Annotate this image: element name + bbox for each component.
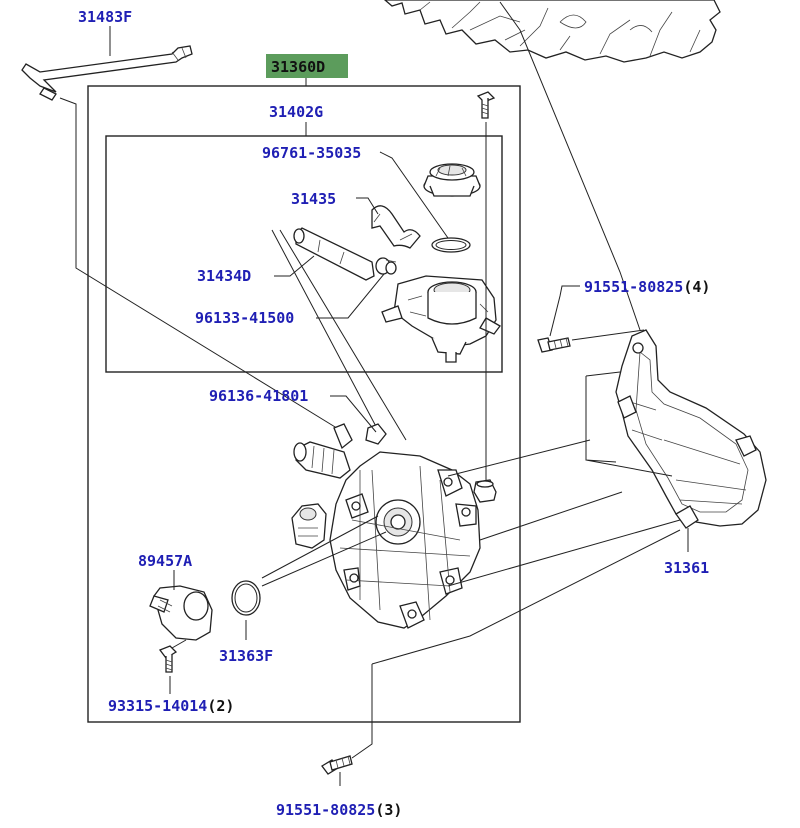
- bolt-91551-3: [321, 755, 353, 775]
- clamp-96133: [375, 257, 397, 275]
- label-91551-80825-a-qty: (4): [683, 278, 710, 296]
- label-31434d[interactable]: 31434D: [197, 267, 251, 285]
- label-96761-35035[interactable]: 96761-35035: [262, 144, 361, 162]
- leader-91551-4-to-bracket: [571, 329, 645, 341]
- leader-96133: [316, 273, 385, 319]
- label-31483f[interactable]: 31483F: [78, 8, 132, 26]
- label-31435[interactable]: 31435: [291, 190, 336, 208]
- pump-side-sensor: [291, 503, 327, 549]
- label-89457a[interactable]: 89457A: [138, 552, 192, 570]
- label-91551-80825-b-code[interactable]: 91551-80825: [276, 801, 375, 819]
- label-91551-80825-a[interactable]: 91551-80825(4): [584, 278, 710, 296]
- engine-block-outline: [384, 0, 721, 63]
- leader-tube-31483f: [59, 97, 341, 431]
- label-31361[interactable]: 31361: [664, 559, 709, 577]
- bolt-right-pump: [473, 479, 497, 503]
- tube-31483f: [21, 26, 193, 101]
- label-93315-14014-code[interactable]: 93315-14014: [108, 697, 207, 715]
- bolt-top: [476, 91, 496, 119]
- selected-part-highlight: [266, 54, 348, 78]
- reservoir-cap: [423, 163, 481, 197]
- leader-91551-4: [549, 285, 580, 337]
- leader-engine-to-bracket: [499, 1, 641, 331]
- label-91551-80825-b-qty: (3): [375, 801, 402, 819]
- label-93315-14014-qty: (2): [207, 697, 234, 715]
- hose-31434d: [293, 227, 375, 281]
- leader-31435: [356, 197, 379, 215]
- leader-bracket-to-pump: [371, 439, 681, 665]
- label-91551-80825-a-code[interactable]: 91551-80825: [584, 278, 683, 296]
- label-31360d[interactable]: 31360D: [271, 58, 325, 76]
- label-91551-80825-b[interactable]: 91551-80825(3): [276, 801, 402, 819]
- leader-bracket-frame: [585, 371, 673, 477]
- hose-31435: [371, 205, 421, 249]
- label-31363f[interactable]: 31363F: [219, 647, 273, 665]
- leader-96136: [330, 395, 377, 433]
- bolt-91551-4: [537, 337, 571, 353]
- leader-93315-to-sensor: [171, 639, 187, 649]
- bolt-93315: [158, 645, 178, 673]
- leader-31434d: [274, 255, 315, 277]
- label-96136-41801[interactable]: 96136-41801: [209, 387, 308, 405]
- leader-91551-3: [339, 664, 373, 786]
- leader-96761: [379, 151, 449, 239]
- label-93315-14014[interactable]: 93315-14014(2): [108, 697, 234, 715]
- check-valve-96136: [293, 423, 387, 479]
- label-31402g[interactable]: 31402G: [269, 103, 323, 121]
- leader-hose-to-pump: [271, 229, 407, 441]
- label-96133-41500[interactable]: 96133-41500: [195, 309, 294, 327]
- bracket-31361: [615, 329, 767, 529]
- reservoir-box-31402g: [105, 135, 503, 373]
- leader-gasket-to-pump: [261, 515, 387, 587]
- assembly-box-31360d: [87, 85, 521, 723]
- vacuum-pump: [329, 451, 481, 629]
- gasket-31363f: [231, 580, 261, 616]
- sensor-89457a: [149, 585, 213, 641]
- reservoir-body: [381, 275, 501, 363]
